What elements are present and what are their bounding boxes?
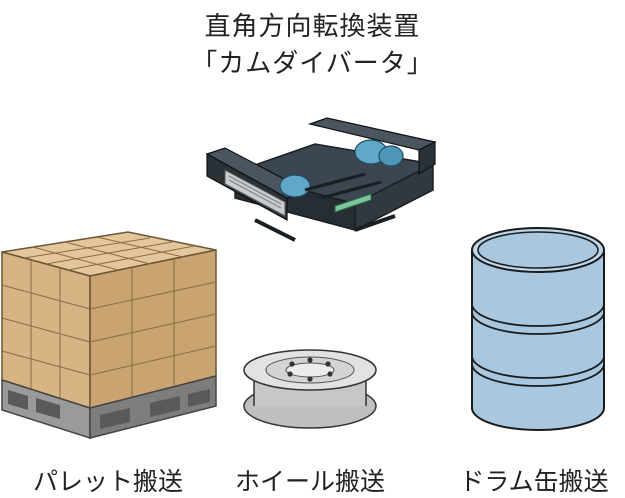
drum-can-icon <box>471 227 605 431</box>
title-line-2: 「カムダイバータ」 <box>191 49 434 79</box>
label-wheel: ホイール搬送 <box>234 467 385 496</box>
title-line-1: 直角方向転換装置 <box>204 12 421 42</box>
cam-diverter-machine-icon <box>205 117 437 242</box>
label-drum: ドラム缶搬送 <box>459 467 609 496</box>
wheel-reel-icon <box>243 349 377 429</box>
pallet-boxes-icon <box>1 231 217 440</box>
label-pallet: パレット搬送 <box>32 467 183 496</box>
